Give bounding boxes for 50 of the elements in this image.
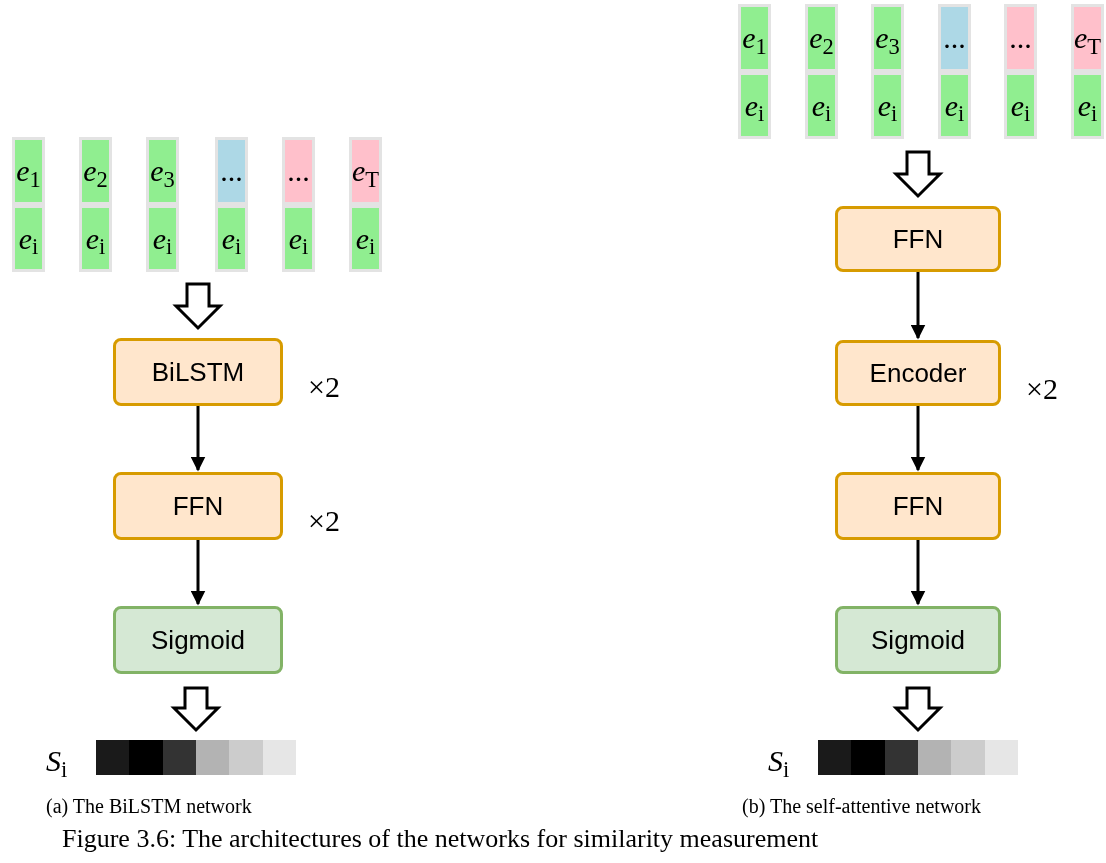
arrow [910,406,926,472]
layer-box: Sigmoid [835,606,1001,674]
subfigure-caption: (b) The self-attentive network [742,796,981,816]
similarity-bar [96,740,296,775]
arrow [190,540,206,606]
embedding-cell: e$_{i}$ [738,72,771,139]
layer-box: FFN [113,472,283,540]
hollow-arrow [170,686,222,733]
embedding-cell: ... [938,4,971,72]
embedding-cell: e$_{i}$ [805,72,838,139]
score-label: S$_{i}$ [768,746,790,776]
embedding-cell: e$_{3}$ [871,4,904,72]
hollow-arrow [892,150,944,199]
layer-box: Sigmoid [113,606,283,674]
layer-box: Encoder [835,340,1001,406]
figure-caption: Figure 3.6: The architectures of the networks for similarity measurement [62,826,819,852]
embedding-cell: e$_{i}$ [938,72,971,139]
arrow [910,272,926,340]
embedding-cell: e$_{i}$ [349,205,382,272]
embedding-cell: ... [215,137,248,205]
hollow-arrow [892,686,944,733]
arrow [190,406,206,472]
repeat-label: ×2 [308,372,340,402]
embedding-cell: e$_{i}$ [1071,72,1104,139]
repeat-label: ×2 [1026,374,1058,404]
embedding-cell: e$_{2}$ [805,4,838,72]
embedding-cell: e$_{i}$ [146,205,179,272]
layer-box: BiLSTM [113,338,283,406]
embedding-cell: e$_{i}$ [79,205,112,272]
embedding-cell: e$_{i}$ [12,205,45,272]
embedding-cell: ... [1004,4,1037,72]
embedding-cell: e$_{T}$ [349,137,382,205]
similarity-bar [818,740,1018,775]
embedding-cell: e$_{i}$ [1004,72,1037,139]
embedding-cell: e$_{2}$ [79,137,112,205]
embedding-cell: e$_{i}$ [215,205,248,272]
embedding-cell: e$_{1}$ [738,4,771,72]
embedding-cell: e$_{T}$ [1071,4,1104,72]
layer-box: FFN [835,472,1001,540]
subfigure-caption: (a) The BiLSTM network [46,796,252,816]
layer-box: FFN [835,206,1001,272]
embedding-cell: e$_{i}$ [282,205,315,272]
score-label: S$_{i}$ [46,746,68,776]
arrow [910,540,926,606]
hollow-arrow [172,282,224,331]
embedding-cell: e$_{1}$ [12,137,45,205]
embedding-cell: ... [282,137,315,205]
repeat-label: ×2 [308,506,340,536]
embedding-cell: e$_{3}$ [146,137,179,205]
embedding-cell: e$_{i}$ [871,72,904,139]
